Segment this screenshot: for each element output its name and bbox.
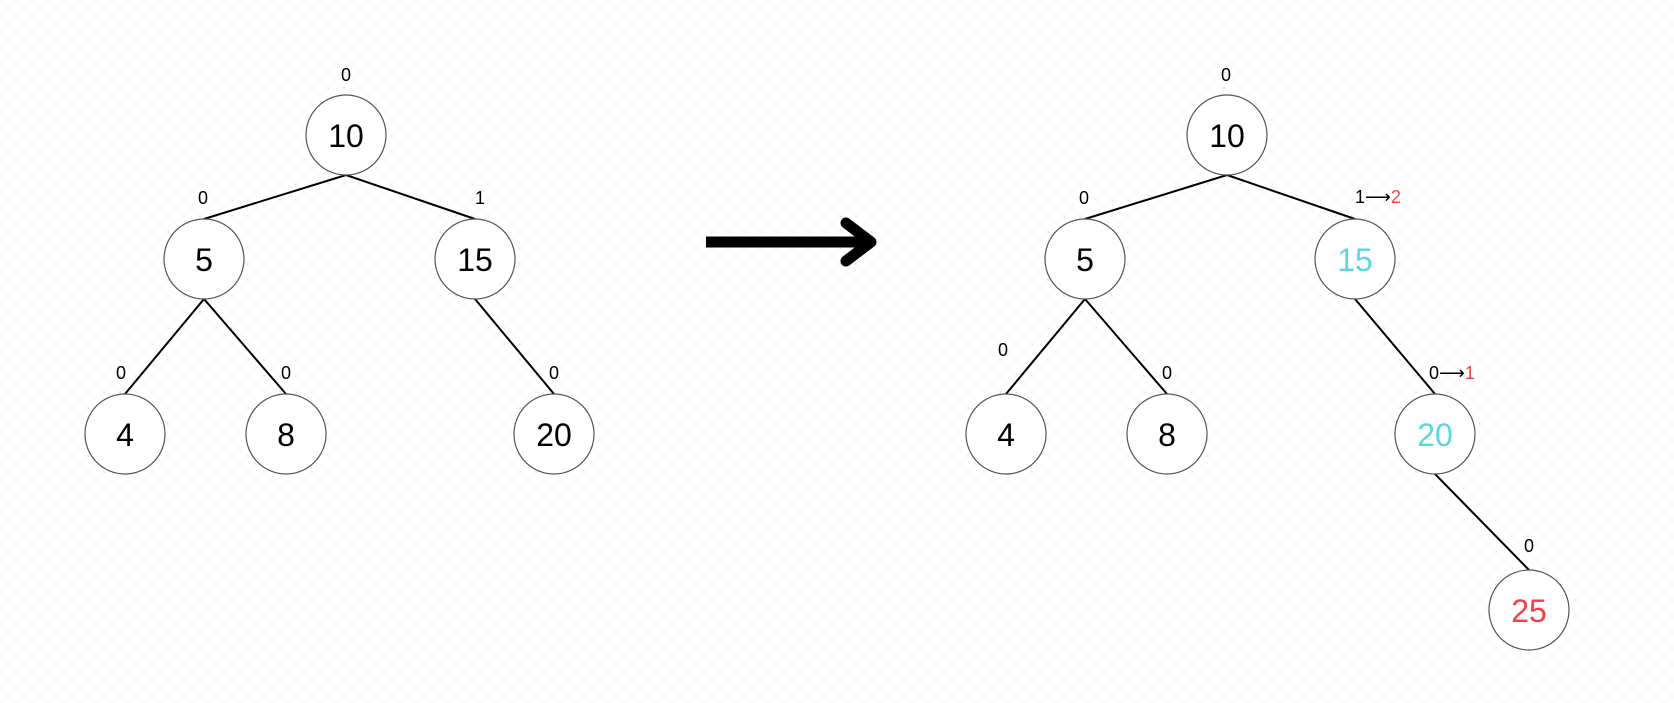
edges-layer xyxy=(124,174,1530,571)
balance-factor: 1⟶2 xyxy=(1355,187,1401,207)
balance-factor-old: 0 xyxy=(341,65,351,85)
node-value: 25 xyxy=(1511,593,1547,629)
balance-factor-old: 0 xyxy=(1221,65,1231,85)
balance-factor: 0 xyxy=(1221,65,1231,85)
balance-factor-old: 0 xyxy=(1429,363,1439,383)
node-circle xyxy=(1044,218,1126,300)
node-value: 8 xyxy=(1158,417,1176,453)
tree-node: 15 xyxy=(434,218,516,300)
node-value: 5 xyxy=(195,242,213,278)
node-circle xyxy=(1186,94,1268,176)
node-value: 10 xyxy=(328,118,364,154)
tree-node: 4 xyxy=(965,393,1047,475)
node-value: 10 xyxy=(1209,118,1245,154)
tree-node: 5 xyxy=(163,218,245,300)
node-value: 8 xyxy=(277,417,295,453)
balance-factor-old: 1 xyxy=(475,188,485,208)
node-value: 4 xyxy=(116,417,134,453)
balance-factor-old: 0 xyxy=(998,340,1008,360)
node-circle xyxy=(1394,393,1476,475)
tree-edge xyxy=(1005,298,1086,395)
balance-factor: 0 xyxy=(998,340,1008,360)
tree-node: 10 xyxy=(1186,94,1268,176)
balance-factor-old: 0 xyxy=(198,188,208,208)
balance-factor-old: 0 xyxy=(1079,188,1089,208)
tree-node: 8 xyxy=(245,393,327,475)
node-value: 20 xyxy=(1417,417,1453,453)
right-arrow-icon xyxy=(706,217,877,267)
tree-node: 20 xyxy=(513,393,595,475)
balance-factor: 0 xyxy=(1079,188,1089,208)
balance-factor-old: 0 xyxy=(1162,363,1172,383)
balance-factor: 0⟶1 xyxy=(1429,363,1475,383)
node-circle xyxy=(84,393,166,475)
tree-edge xyxy=(1084,174,1228,220)
balance-factor-old: 0 xyxy=(549,363,559,383)
balance-factor-old: 1 xyxy=(1355,187,1365,207)
balance-factor: 0 xyxy=(1524,536,1534,556)
balance-factor-old: 0 xyxy=(1524,536,1534,556)
balance-factor: 0 xyxy=(198,188,208,208)
node-circle xyxy=(305,94,387,176)
balance-factor-old: 0 xyxy=(116,363,126,383)
node-circle xyxy=(163,218,245,300)
node-value: 5 xyxy=(1076,242,1094,278)
balance-factor-new: 2 xyxy=(1391,187,1401,207)
tree-edge xyxy=(1354,298,1436,395)
balance-factor: 0 xyxy=(341,65,351,85)
tree-node: 20 xyxy=(1394,393,1476,475)
balance-factor: 0 xyxy=(116,363,126,383)
node-value: 4 xyxy=(997,417,1015,453)
tree-edge xyxy=(474,298,555,395)
tree-edge xyxy=(1084,298,1168,395)
balance-factor: 0 xyxy=(281,363,291,383)
balance-factor: 0 xyxy=(549,363,559,383)
balance-factor-new: 1 xyxy=(1465,363,1475,383)
tree-edge xyxy=(203,298,287,395)
tree-node: 25 xyxy=(1488,569,1570,651)
tree-node: 10 xyxy=(305,94,387,176)
balance-factor: 0 xyxy=(1162,363,1172,383)
tree-edge xyxy=(124,298,205,395)
tree-edge xyxy=(1434,473,1530,571)
tree-node: 4 xyxy=(84,393,166,475)
tree-node: 8 xyxy=(1126,393,1208,475)
node-circle xyxy=(513,393,595,475)
node-value: 15 xyxy=(457,242,493,278)
node-circle xyxy=(1126,393,1208,475)
change-arrow-icon: ⟶ xyxy=(1365,187,1391,207)
tree-edge xyxy=(345,174,476,220)
node-circle xyxy=(434,218,516,300)
tree-edge xyxy=(1226,174,1356,220)
node-circle xyxy=(1488,569,1570,651)
tree-node: 15 xyxy=(1314,218,1396,300)
node-value: 20 xyxy=(536,417,572,453)
change-arrow-icon: ⟶ xyxy=(1439,363,1465,383)
node-circle xyxy=(965,393,1047,475)
balance-factor-old: 0 xyxy=(281,363,291,383)
tree-edge xyxy=(203,174,347,220)
node-circle xyxy=(1314,218,1396,300)
tree-node: 5 xyxy=(1044,218,1126,300)
balance-factor: 1 xyxy=(475,188,485,208)
node-value: 15 xyxy=(1337,242,1373,278)
node-circle xyxy=(245,393,327,475)
